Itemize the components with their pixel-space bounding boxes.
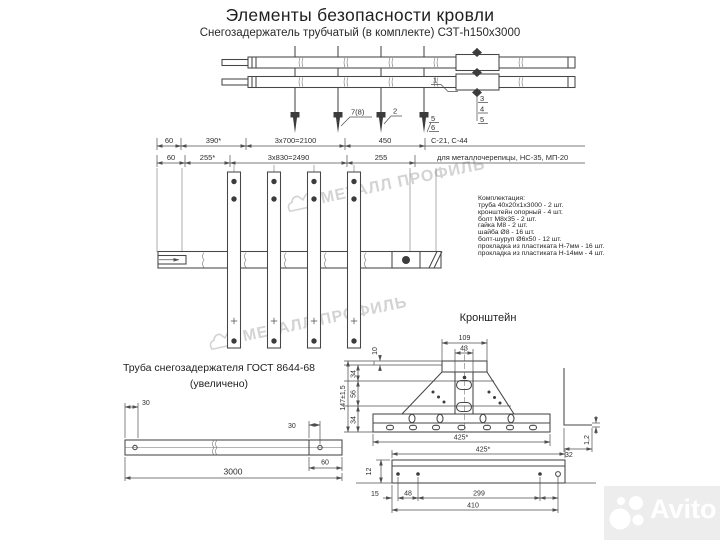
dim-450-row1: 450 — [379, 136, 392, 145]
plan-view — [156, 165, 443, 349]
dim-15: 15 — [371, 491, 379, 498]
dim-60-row2: 60 — [167, 153, 175, 162]
callout-7-8: 7(8) — [351, 108, 365, 117]
dim-30-right: 30 — [288, 423, 296, 430]
dim-425-bracket: 425* — [454, 435, 469, 442]
dim-109: 109 — [459, 335, 471, 342]
tube-detail-title: Труба снегозадержателя ГОСТ 8644-68 (уве… — [100, 360, 338, 392]
dim-30-left: 30 — [142, 400, 150, 407]
kit-item: болт-шуруп Ø6х50 - 12 шт. — [478, 236, 562, 244]
bracket-detail-view: 109 43 10 34 56 34 147±1,5 425* — [340, 335, 600, 459]
dim-60-row1: 60 — [165, 136, 173, 145]
dim-3x830-row2: 3x830=2490 — [268, 153, 310, 162]
dim-34-bottom: 34 — [351, 416, 358, 424]
kit-item: труба 40x20x1x3000 - 2 шт. — [478, 201, 564, 209]
dim-3x700-row1: 3x700=2100 — [275, 136, 317, 145]
kit-item: гайка М8 - 2 шт. — [478, 222, 528, 230]
dim-10: 10 — [372, 347, 379, 355]
dim-425-plate: 425* — [476, 447, 491, 454]
tube-title-line2: (увеличено) — [189, 378, 249, 390]
dim-56: 56 — [351, 390, 358, 398]
callout-6: 6 — [431, 123, 435, 132]
dimension-rows: 60 390* 3x700=2100 450 С-21, С-44 60 255… — [156, 136, 585, 167]
bracket-strip — [306, 171, 322, 349]
flange-holes — [385, 424, 538, 431]
dim-32: 32 — [565, 452, 573, 459]
tube-detail-view: 30 30 60 3000 — [124, 400, 343, 481]
callout-1: 1 — [433, 76, 437, 85]
plan-bracket-strips — [226, 171, 362, 349]
dim-12: 12 — [366, 468, 373, 476]
photo-corner-background: Avito — [604, 486, 720, 540]
avito-watermark-text: Avito — [650, 494, 717, 524]
kit-heading: Комплектация: — [478, 195, 525, 202]
kit-item: болт М8х35 - 2 шт. — [478, 215, 537, 223]
dim-1-2: 1,2 — [584, 435, 591, 445]
kit-list: Комплектация: труба 40x20x1x3000 - 2 шт.… — [478, 195, 653, 258]
page-subtitle: Снегозадержатель трубчатый (в комплекте)… — [199, 27, 521, 39]
kit-item: шайба Ø8 - 16 шт. — [478, 229, 535, 237]
dim-43: 43 — [460, 346, 468, 353]
dim-3000: 3000 — [224, 467, 243, 477]
roof-screws — [290, 112, 429, 133]
clamp-bolt-assembly — [455, 48, 500, 97]
callout-4: 4 — [480, 105, 484, 114]
dim-147: 147±1,5 — [340, 385, 347, 410]
dim-410: 410 — [467, 503, 479, 510]
bracket-strip — [226, 171, 242, 349]
avito-logo-icon — [609, 496, 644, 530]
callout-2: 2 — [393, 107, 397, 116]
kit-item: прокладка из пластиката Н-7мм - 16 шт. — [478, 242, 605, 250]
callout-5b: 5 — [480, 115, 484, 124]
dim-34-top: 34 — [351, 370, 358, 378]
callout-3: 3 — [480, 94, 484, 103]
tube-title-line1: Труба снегозадержателя ГОСТ 8644-68 — [122, 362, 316, 374]
dim-row-1: 60 390* 3x700=2100 450 С-21, С-44 — [156, 136, 585, 150]
dim-row-2: 60 255* 3x830=2490 255 для металлочерепи… — [156, 153, 585, 167]
bracket-strip — [266, 171, 282, 349]
page-title: Элементы безопасности кровли — [225, 5, 495, 25]
callout-leaders — [340, 84, 488, 133]
kit-item: прокладка из пластиката Н-14мм - 4 шт. — [478, 249, 605, 257]
dim-255b-row2: 255 — [375, 153, 388, 162]
snow-guard-tube-upper — [221, 56, 576, 69]
dim-299: 299 — [473, 491, 485, 498]
dim-255-row2: 255* — [200, 153, 216, 162]
note-profiles-row1: С-21, С-44 — [431, 136, 468, 145]
bracket-strip — [346, 171, 362, 349]
bracket-detail-title: Кронштейн — [459, 312, 517, 324]
dim-48: 48 — [404, 491, 412, 498]
bracket-side-profile: 1,2 32 — [563, 368, 600, 459]
dim-390-row1: 390* — [206, 136, 222, 145]
top-assembly-side-view: 7(8) 2 5 6 3 4 5 1 — [221, 46, 576, 133]
kit-item: кронштейн опорный - 4 шт. — [478, 208, 563, 216]
dim-60-tube: 60 — [321, 460, 329, 467]
base-plate-view: 425* 12 15 48 299 410 — [356, 447, 596, 513]
note-profiles-row2: для металлочерепицы, НС-35, МП-20 — [437, 153, 568, 162]
snow-guard-tube-lower — [221, 75, 576, 89]
plan-tube — [157, 250, 443, 269]
callout-5: 5 — [431, 114, 435, 123]
